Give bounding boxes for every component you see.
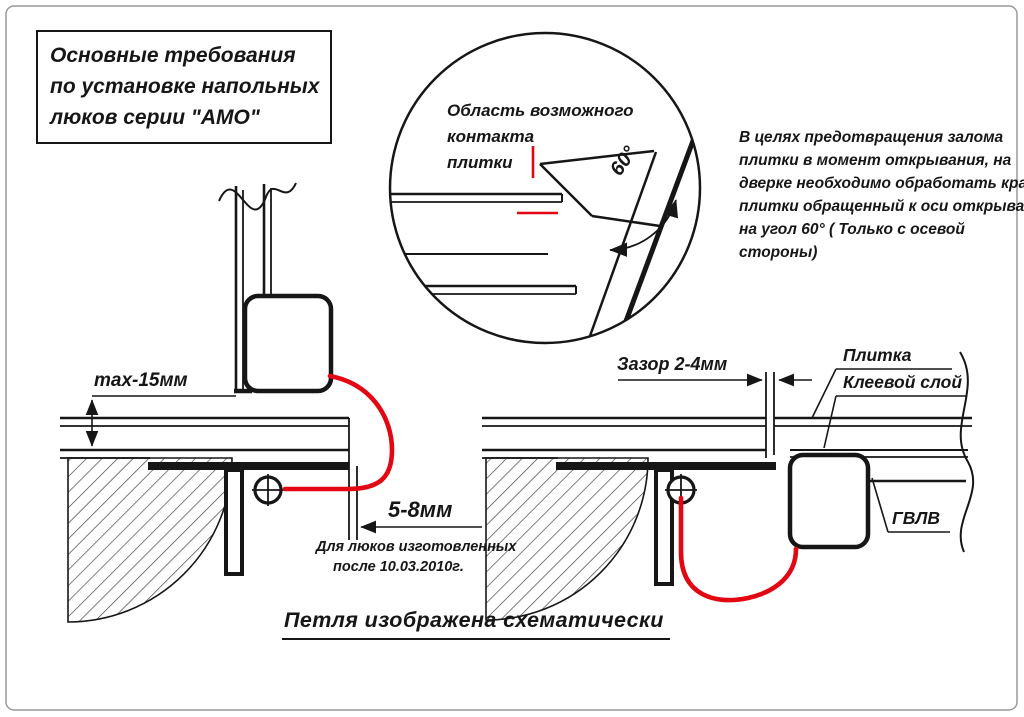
floor-layers-left [60,416,349,459]
hinge-pivot-right [665,474,697,506]
title-line-3: люков серии "АМО" [50,106,260,130]
detail-label-line-3: плитки [447,153,513,172]
hinge-bracket-left [242,293,334,394]
note-line-6: стороны) [739,244,818,261]
right-section-view [482,351,975,621]
note-block: В целях предотвращения залома плитки в м… [739,126,1024,264]
gap-edges [765,372,775,458]
note-line-2: плитки в момент открывания, на [739,152,1012,169]
dimension-max15-label: max-15мм [94,370,188,391]
floor-layers-right-frame [482,416,766,459]
note-line-4: плитки обращенный к оси открывания [739,198,1024,215]
hinge-arc-left [282,373,395,492]
label-leaders-right [811,368,966,533]
title-line-1: Основные требования [50,43,296,67]
detail-label-line-2: контакта [447,127,535,146]
dimension-max15 [85,395,236,447]
detail-label-line-1: Область возможного [447,101,634,120]
detail-circle-content [390,121,700,343]
hatched-wall-left [67,457,233,623]
manufactured-note-line-1: Для люков изготовленных [316,539,517,555]
hinge-bracket-right [787,452,871,550]
title-box: Основные требования по установке напольн… [36,30,332,144]
hinge-leg-right [654,468,674,586]
note-line-1: В целях предотвращения залома [739,129,1004,146]
chamfer-edge-line [539,163,593,217]
door-panel-left [234,184,272,394]
detail-circle-view [388,31,702,345]
glue-layer-label: Клеевой слой [843,372,963,392]
dimension-zazor-label: Зазор 2-4мм [617,354,728,374]
hinge-leg-left [224,468,244,576]
hinge-arc-right [678,495,799,603]
tile-label: Плитка [843,345,912,365]
footer-caption: Петля изображена схематически [282,608,670,640]
dimension-5-8-label: 5-8мм [388,497,453,522]
angle-arc [609,199,679,257]
title-line-2: по установке напольных [50,74,320,98]
break-wave-right [959,351,975,553]
detail-circle-outline [388,31,702,345]
note-line-3: дверке необходимо обработать край [739,175,1024,192]
break-squiggle-left [218,182,297,211]
gvlv-board-label: ГВЛВ [892,508,941,528]
hinge-pivot-left [252,474,284,506]
left-section-view [60,182,482,623]
page-border [5,5,1018,711]
manufactured-note-line-2: после 10.03.2010г. [333,559,464,575]
hatched-wall-right [485,457,649,621]
note-line-5: на угол 60° ( Только с осевой [739,221,965,238]
